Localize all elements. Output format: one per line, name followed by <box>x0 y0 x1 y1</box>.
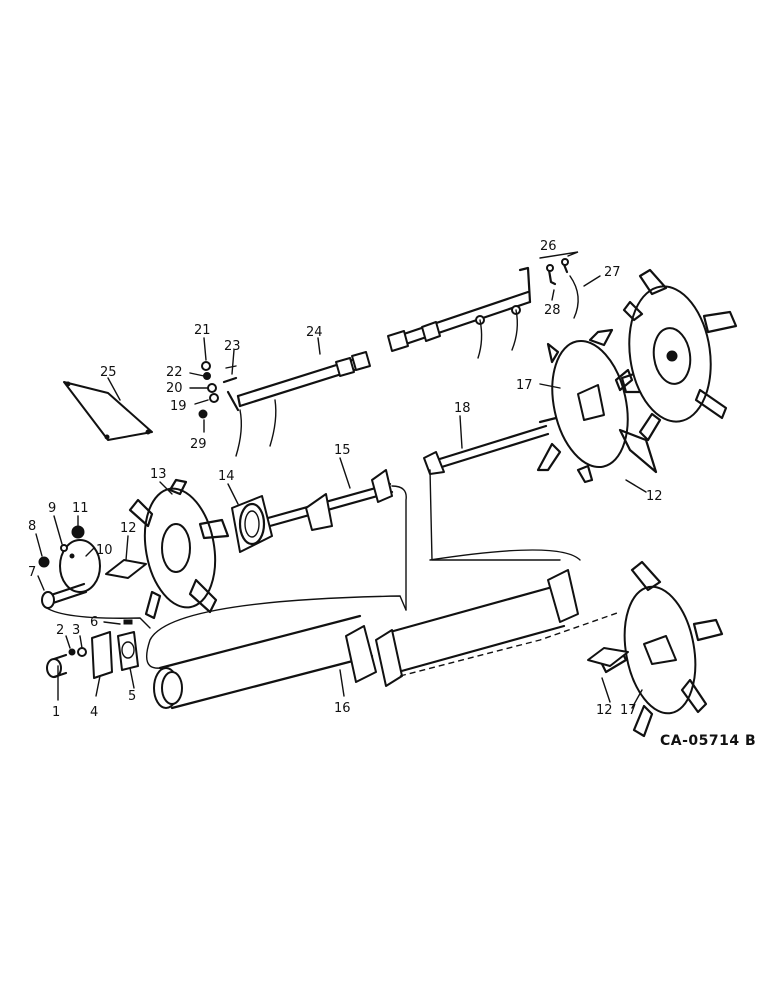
callout-4: 4 <box>90 705 98 720</box>
callout-8: 8 <box>28 519 36 534</box>
callout-29: 29 <box>190 437 207 452</box>
callout-3: 3 <box>72 623 80 638</box>
part-12-back-rotor <box>614 268 738 442</box>
callout-12-left: 12 <box>120 521 137 536</box>
parts-26-28-bracket <box>546 258 579 319</box>
callout-19: 19 <box>170 399 187 414</box>
part-24-upper-shaft <box>235 266 532 457</box>
callout-12-upper-right: 12 <box>646 489 663 504</box>
callout-21: 21 <box>194 323 211 338</box>
callout-9: 9 <box>48 501 56 516</box>
callout-2: 2 <box>56 623 64 638</box>
parts-19-23-hardware <box>198 361 240 419</box>
drawing-code: CA-05714 B <box>660 733 756 749</box>
callout-26: 26 <box>540 239 557 254</box>
leader-lines <box>35 251 647 709</box>
callout-17-lower: 17 <box>620 703 637 718</box>
callout-23: 23 <box>224 339 241 354</box>
callout-11: 11 <box>72 501 89 516</box>
part-15-shaft <box>266 469 407 611</box>
part-17-upper-rotor <box>536 328 658 484</box>
parts-7-11-end-cap <box>38 525 151 629</box>
parts-1-6-bearing-assembly <box>46 619 139 679</box>
callout-17-upper: 17 <box>516 378 533 393</box>
callout-14: 14 <box>218 469 235 484</box>
callout-6: 6 <box>90 615 98 630</box>
callout-7: 7 <box>28 565 36 580</box>
callout-13: 13 <box>150 467 167 482</box>
part-18-shaft <box>423 424 561 561</box>
callout-15: 15 <box>334 443 351 458</box>
callout-5: 5 <box>128 689 136 704</box>
callout-12-lower-right: 12 <box>596 703 613 718</box>
part-14-bearing-plate <box>231 495 273 553</box>
callout-10: 10 <box>96 543 113 558</box>
callout-22: 22 <box>166 365 183 380</box>
part-12-left-plate <box>105 559 147 579</box>
callout-24: 24 <box>306 325 323 340</box>
callout-1: 1 <box>52 705 60 720</box>
part-25-plate <box>63 381 153 441</box>
part-16-tube-housing <box>146 549 621 710</box>
callout-labels: 1 2 3 4 5 6 7 8 9 10 11 12 13 14 15 16 1… <box>28 239 663 720</box>
callout-18: 18 <box>454 401 471 416</box>
callout-27: 27 <box>604 265 621 280</box>
callout-28: 28 <box>544 303 561 318</box>
part-12-lower-plate <box>587 647 629 667</box>
callout-20: 20 <box>166 381 183 396</box>
part-13-left-rotor <box>128 478 230 620</box>
callout-16: 16 <box>334 701 351 716</box>
callout-25: 25 <box>100 365 117 380</box>
